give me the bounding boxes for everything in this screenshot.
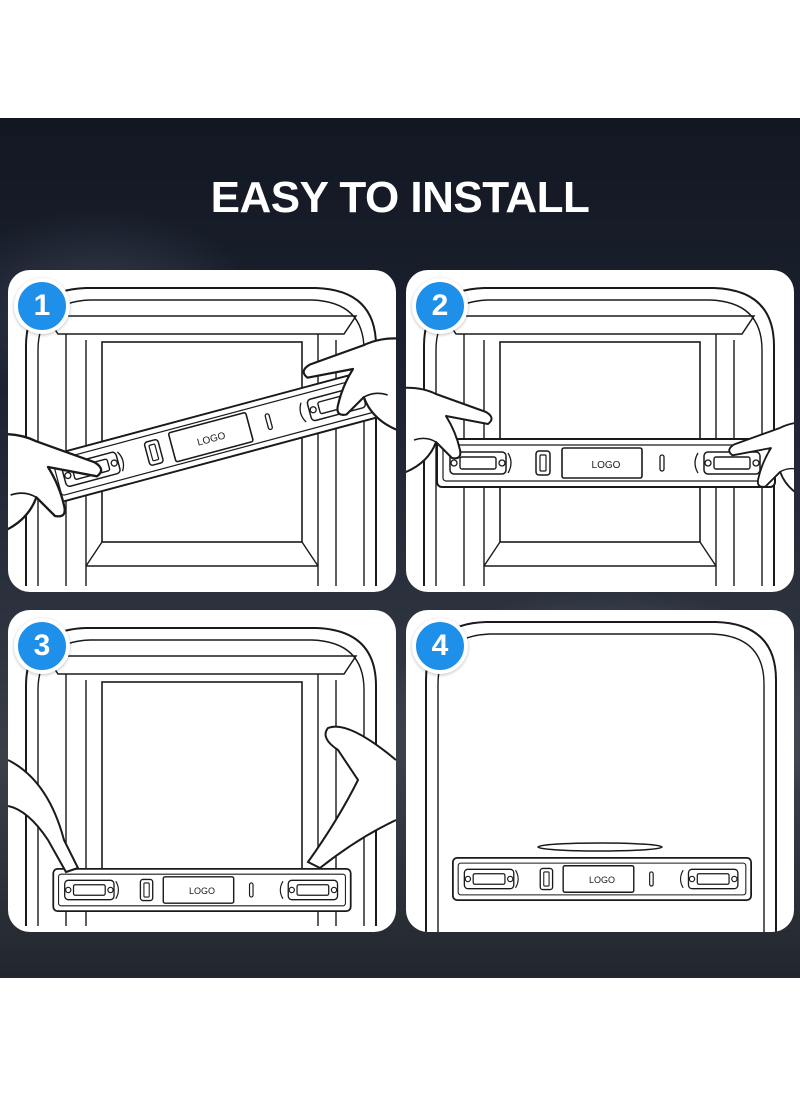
step-3-panel: LOGO 3 <box>8 610 396 932</box>
step-3-number: 3 <box>33 629 51 662</box>
step-4-badge: 4 <box>412 618 468 674</box>
step-4-number: 4 <box>431 629 449 662</box>
step-1-panel: LOGO 1 <box>8 270 396 592</box>
step-2-number: 2 <box>431 289 449 322</box>
step-2-badge: 2 <box>412 278 468 334</box>
step-3-illustration: LOGO <box>8 627 396 926</box>
step-2-illustration: LOGO <box>406 287 794 586</box>
step-1-illustration: LOGO <box>8 287 396 586</box>
step-1-badge: 1 <box>14 278 70 334</box>
step-4-logo-label: LOGO <box>589 875 615 885</box>
step-3-logo-label: LOGO <box>189 886 215 896</box>
step-2-panel: LOGO 2 <box>406 270 794 592</box>
page-title: EASY TO INSTALL <box>210 173 590 222</box>
step-3-badge: 3 <box>14 618 70 674</box>
step-4-panel: LOGO 4 <box>406 610 794 932</box>
step-2-logo-label: LOGO <box>592 460 621 471</box>
step-1-number: 1 <box>33 289 51 322</box>
